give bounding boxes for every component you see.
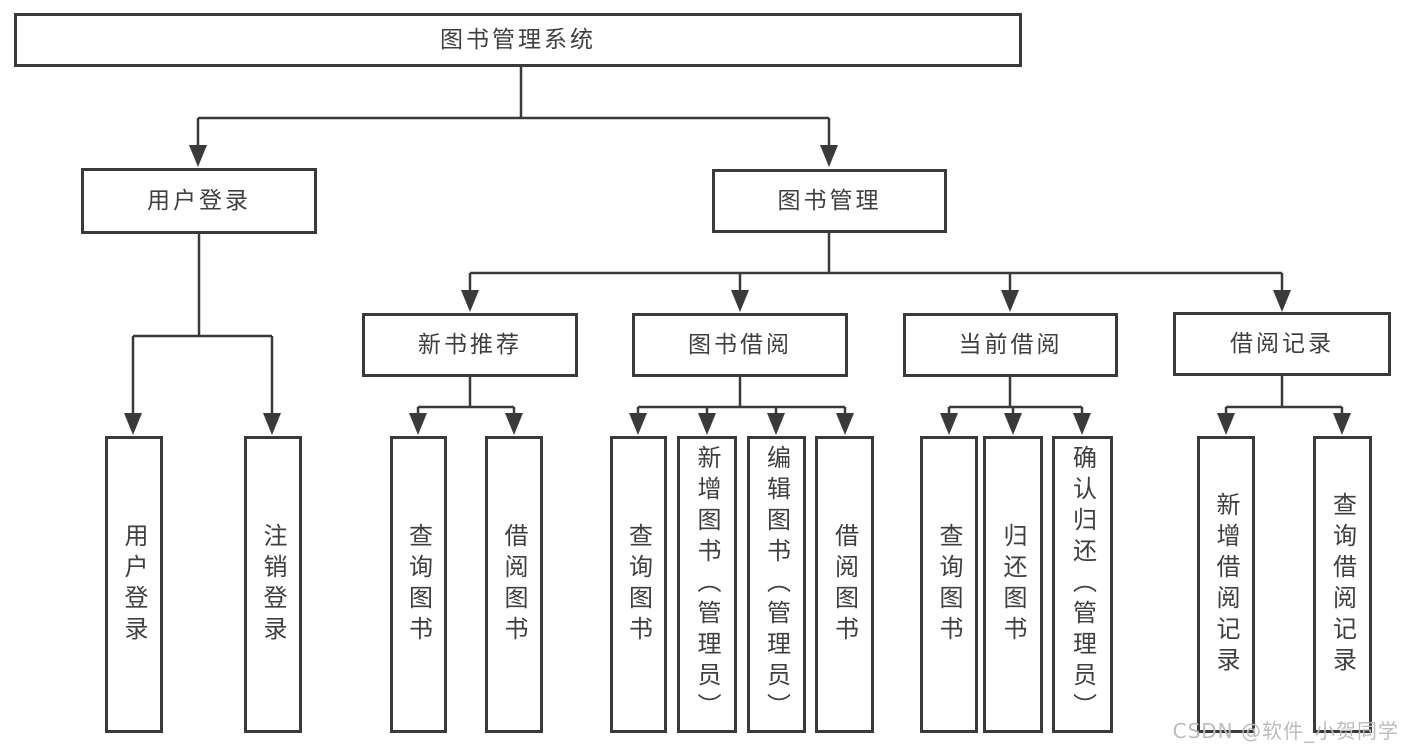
leaf-query-book-under-recommend: 查询图书 [390,436,447,733]
arrowhead-icons [124,145,1351,435]
leaf-add-borrow-record: 新增借阅记录 [1197,436,1255,733]
node-label: 图书管理 [777,187,882,214]
node-label: 借阅图书 [500,522,528,647]
leaf-return-book: 归还图书 [983,436,1043,733]
node-label: 查询借阅记录 [1328,491,1357,678]
node-label: 查询图书 [624,522,653,647]
node-label: 归还图书 [999,522,1027,647]
node-label: 用户登录 [120,522,148,647]
node-book-management: 图书管理 [712,169,947,233]
node-label: 新书推荐 [418,331,522,358]
node-label: 编辑图书（管理员） [762,445,791,724]
node-label: 查询图书 [404,522,433,647]
leaf-borrow-book-under-recommend: 借阅图书 [485,436,543,733]
node-borrow-records: 借阅记录 [1173,312,1391,376]
node-label: 用户登录 [147,187,251,214]
csdn-watermark: CSDN @软件_小贺同学 [1172,719,1399,743]
node-new-book-recommend: 新书推荐 [362,313,578,377]
leaf-borrow-book-under-borrow: 借阅图书 [815,436,874,733]
leaf-add-book-admin: 新增图书（管理员） [677,436,737,733]
node-label: 借阅图书 [830,522,859,647]
leaf-query-book-under-borrow: 查询图书 [610,436,667,733]
node-label: 注销登录 [259,522,287,647]
node-label: 确认归还（管理员） [1068,445,1097,724]
node-label: 借阅记录 [1230,330,1334,357]
leaf-user-login: 用户登录 [105,436,163,733]
node-label: 新增图书（管理员） [693,445,721,724]
node-label: 当前借阅 [958,331,1063,358]
leaf-query-borrow-record: 查询借阅记录 [1313,436,1372,733]
node-label: 新增借阅记录 [1212,491,1240,678]
leaf-logout: 注销登录 [244,436,302,733]
leaf-edit-book-admin: 编辑图书（管理员） [747,436,806,733]
node-label: 查询图书 [935,522,963,647]
node-book-borrow: 图书借阅 [632,313,848,377]
node-current-borrow: 当前借阅 [903,313,1118,377]
node-root-library-system: 图书管理系统 [14,13,1022,67]
node-label: 图书管理系统 [440,26,596,53]
leaf-query-book-under-current: 查询图书 [920,436,978,733]
leaf-confirm-return-admin: 确认归还（管理员） [1052,436,1113,733]
node-label: 图书借阅 [688,331,792,358]
connector-paths [131,67,1344,414]
node-user-login: 用户登录 [81,168,317,234]
